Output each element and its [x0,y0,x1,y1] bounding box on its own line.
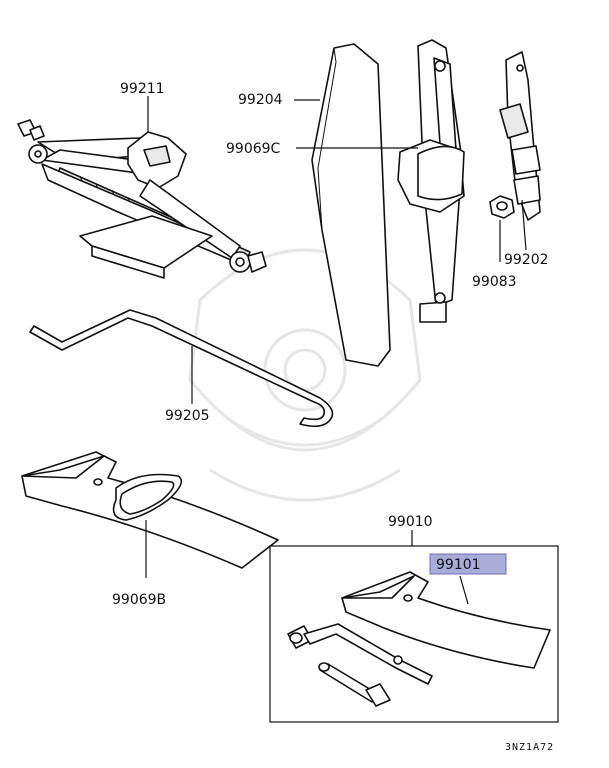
extension-bar-part[interactable] [318,662,391,707]
nut-part[interactable] [489,195,515,219]
jack-bag-part[interactable] [21,451,279,569]
label-99069B: 99069B [112,592,166,608]
label-99010: 99010 [388,514,433,530]
label-99204: 99204 [238,92,283,108]
label-99083: 99083 [472,274,517,290]
highlighted-part-number[interactable]: 99101 [429,553,507,575]
jack-handle-part[interactable] [29,309,334,428]
jack-band-part[interactable] [417,145,465,201]
label-99101: 99101 [436,557,481,573]
watermark-logo [188,248,422,502]
tool-bag-part[interactable] [341,571,551,669]
label-99205: 99205 [165,408,210,424]
reference-code: 3NZ1A72 [505,742,554,753]
wheel-wrench-part[interactable] [287,623,433,685]
label-99211: 99211 [120,81,165,97]
label-99202: 99202 [504,252,549,268]
scissor-jack-part[interactable] [17,119,267,279]
label-99069C: 99069C [226,141,281,157]
bracket-part[interactable] [499,51,541,221]
jack-cover-part[interactable] [311,43,391,367]
tool-kit-box [269,545,559,723]
